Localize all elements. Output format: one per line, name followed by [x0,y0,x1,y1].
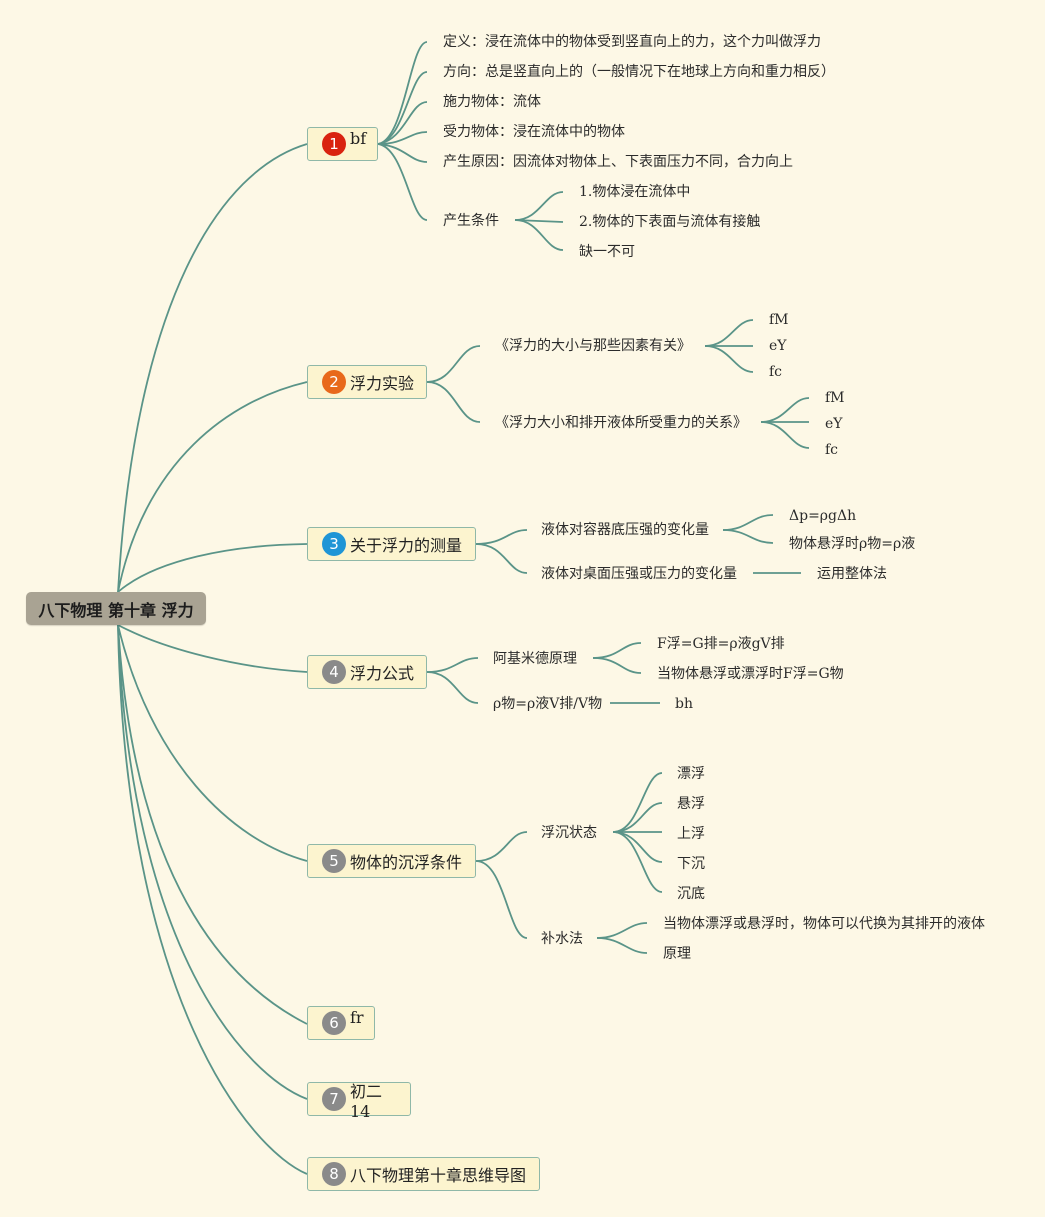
topic-7-label: 初二14 [350,1081,383,1121]
t3-table-pressure[interactable]: 液体对桌面压强或压力的变化量 [541,566,737,582]
topic-6[interactable]: 6 fr [307,1006,375,1040]
topic-2[interactable]: 2 浮力实验 [307,365,427,399]
topic-4-label: 浮力公式 [350,664,415,683]
t1-applier[interactable]: 施力物体：流体 [443,94,541,110]
t1-condition-item[interactable]: 1.物体浸在流体中 [579,184,691,200]
t1-cause[interactable]: 产生原因：因流体对物体上、下表面压力不同，合力向上 [443,154,793,170]
topic-4[interactable]: 4 浮力公式 [307,655,427,689]
t5-state-item[interactable]: 悬浮 [677,796,705,812]
t2-exp1-item[interactable]: fc [769,364,783,380]
topic-2-number-badge: 2 [322,370,346,394]
t2-exp1-item[interactable]: fM [769,312,789,328]
t1-condition-item[interactable]: 缺一不可 [579,244,635,260]
topic-3[interactable]: 3 关于浮力的测量 [307,527,476,561]
t5-states[interactable]: 浮沉状态 [541,825,597,841]
t5-water-method[interactable]: 补水法 [541,931,583,947]
t1-definition[interactable]: 定义：浸在流体中的物体受到竖直向上的力，这个力叫做浮力 [443,34,821,50]
t3-container-pressure[interactable]: 液体对容器底压强的变化量 [541,522,709,538]
topic-4-number-badge: 4 [322,660,346,684]
t1-condition[interactable]: 产生条件 [443,213,499,229]
t2-exp2-item[interactable]: fM [825,390,845,406]
t2-experiment-2[interactable]: 《浮力大小和排开液体所受重力的关系》 [495,415,747,431]
t1-condition-item[interactable]: 2.物体的下表面与流体有接触 [579,214,761,230]
topic-5-number-badge: 5 [322,849,346,873]
t1-direction[interactable]: 方向：总是竖直向上的（一般情况下在地球上方向和重力相反） [443,64,835,80]
root-topic[interactable]: 八下物理 第十章 浮力 [26,592,206,625]
topic-8-number-badge: 8 [322,1162,346,1186]
t4-density-formula[interactable]: ρ物=ρ液V排/V物 [493,696,603,712]
topic-1-label: bf [350,128,367,148]
t2-exp2-item[interactable]: eY [825,416,843,432]
topic-1-number-badge: 1 [322,132,346,156]
topic-6-number-badge: 6 [322,1011,346,1035]
t3-a-item[interactable]: Δp=ρgΔh [789,508,857,524]
t1-receiver[interactable]: 受力物体：浸在流体中的物体 [443,124,625,140]
topic-3-number-badge: 3 [322,532,346,556]
topic-5[interactable]: 5 物体的沉浮条件 [307,844,476,878]
t4-a-item[interactable]: F浮=G排=ρ液gV排 [657,636,785,652]
t2-experiment-1[interactable]: 《浮力的大小与那些因素有关》 [495,338,691,354]
t4-a-item[interactable]: 当物体悬浮或漂浮时F浮=G物 [657,666,844,682]
topic-7[interactable]: 7 初二14 [307,1082,411,1121]
topic-5-label: 物体的沉浮条件 [350,853,463,872]
topic-2-label: 浮力实验 [350,374,415,393]
topic-8[interactable]: 8 八下物理第十章思维导图 [307,1157,540,1191]
t3-b-item[interactable]: 运用整体法 [817,566,887,582]
t5-b-item[interactable]: 原理 [663,946,691,962]
t2-exp2-item[interactable]: fc [825,442,839,458]
root-label: 八下物理 第十章 浮力 [38,600,194,620]
t5-state-item[interactable]: 沉底 [677,886,705,902]
topic-8-label: 八下物理第十章思维导图 [350,1166,527,1185]
topic-3-label: 关于浮力的测量 [350,536,463,555]
t4-archimedes[interactable]: 阿基米德原理 [493,651,577,667]
t5-state-item[interactable]: 上浮 [677,826,705,842]
t4-b-item[interactable]: bh [675,696,693,712]
t5-state-item[interactable]: 漂浮 [677,766,705,782]
t2-exp1-item[interactable]: eY [769,338,787,354]
t5-b-item[interactable]: 当物体漂浮或悬浮时，物体可以代换为其排开的液体 [663,916,985,932]
topic-6-label: fr [350,1007,364,1027]
t5-state-item[interactable]: 下沉 [677,856,705,872]
topic-1[interactable]: 1 bf [307,127,378,161]
topic-7-number-badge: 7 [322,1087,346,1111]
t3-a-item[interactable]: 物体悬浮时ρ物=ρ液 [789,536,916,552]
